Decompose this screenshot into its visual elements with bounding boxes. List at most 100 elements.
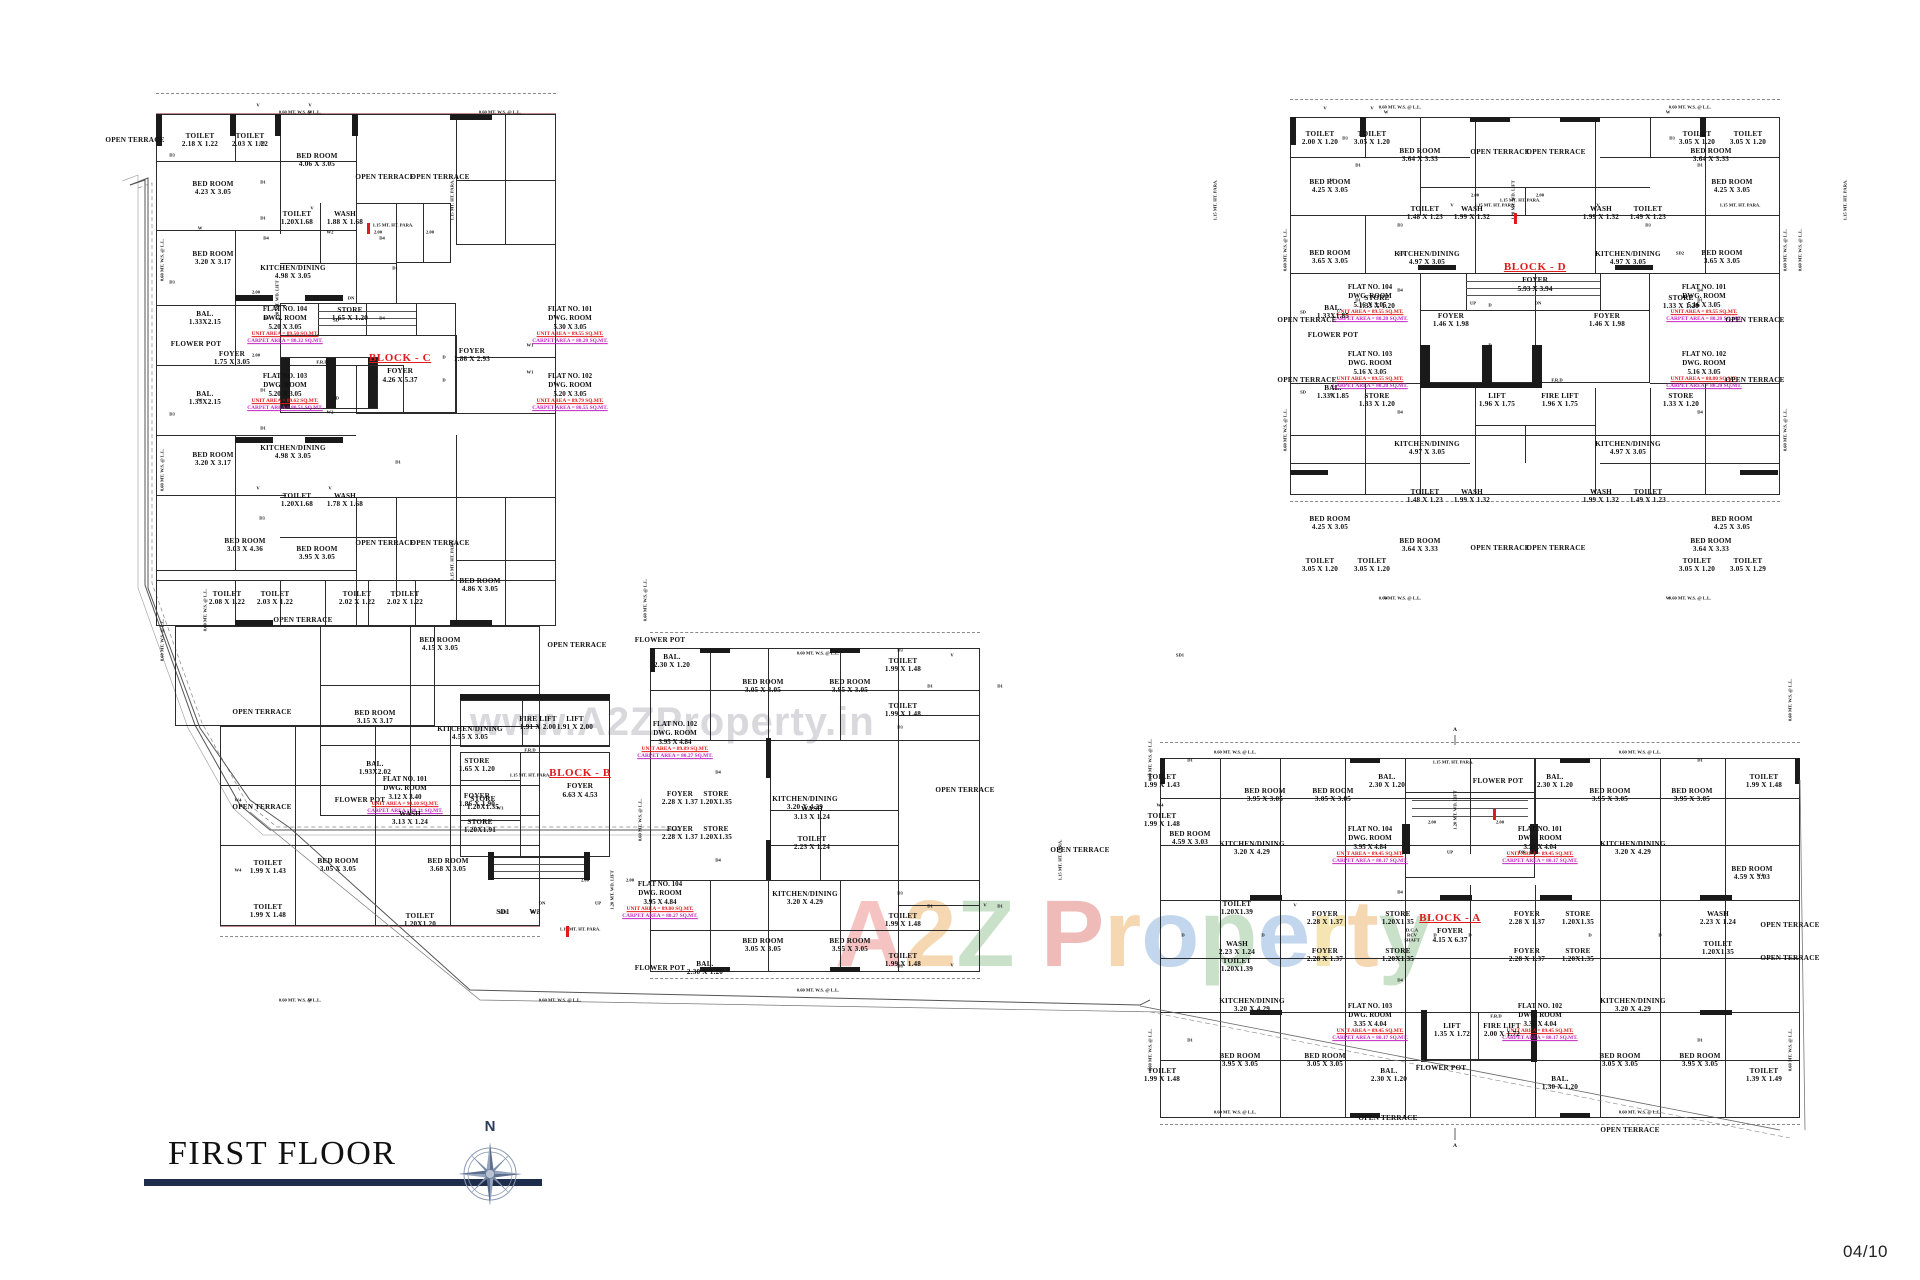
flat-c-104: FLAT NO. 104 DWG. ROOM 5.20 X 3.05 UNIT … (247, 305, 323, 345)
room-name: TOILET (253, 858, 283, 867)
room-dimension: 3.05 X 1.20 (1353, 138, 1391, 146)
room-dimension: 1.86 X 2.93 (453, 355, 491, 363)
window-mark: V (256, 485, 260, 491)
room-name: KITCHEN/DINING (1595, 249, 1661, 258)
room-dimension: 3.95 X 3.05 (831, 686, 869, 694)
room-name: OPEN TERRACE (1600, 1125, 1660, 1134)
room-name: FOYER (1593, 311, 1621, 320)
stair-dimension: 2.00 (625, 877, 635, 883)
fire-hydrant-icon (1514, 212, 1517, 224)
room-dimension: 1.20X1.68 (280, 218, 314, 226)
room-name: TOILET (1749, 1066, 1779, 1075)
room-label-bal-: BAL.2.30 X 1.20 (1371, 1067, 1407, 1083)
window-mark: V (1450, 202, 1454, 208)
door-mark: D1 (1697, 297, 1703, 303)
window-mark: W (1329, 177, 1335, 183)
room-name: BED ROOM (317, 856, 359, 865)
door-mark: D3 (1669, 135, 1675, 141)
room-dimension: 3.65 X 3.05 (1703, 257, 1741, 265)
room-name: BED ROOM (1399, 146, 1441, 155)
room-name: TOILET (797, 834, 827, 843)
room-name: FLOWER POT (1472, 776, 1524, 785)
room-dimension: 1.20X1.35 (1381, 955, 1415, 963)
room-name: WASH (1461, 204, 1483, 213)
room-name: SD1 (496, 907, 510, 916)
room-dimension: 1.20X1.39 (1220, 908, 1254, 916)
room-label-sd1: SD1 (496, 908, 509, 916)
room-name: KITCHEN/DINING (437, 724, 503, 733)
room-name: WASH (1226, 939, 1248, 948)
door-mark: D (1468, 932, 1472, 938)
stair-dimension: 2.00 (580, 877, 590, 883)
room-name: TOILET (260, 589, 290, 598)
room-label-flower-pot: FLOWER POT (1416, 1064, 1467, 1072)
room-name: TOILET (1147, 772, 1177, 781)
room-dimension: 3.65 X 3.05 (1311, 257, 1349, 265)
room-dimension: 3.95 X 3.05 (1221, 1060, 1259, 1068)
room-dimension: 1.33 X 1.20 (1662, 302, 1700, 310)
door-mark: D (1261, 932, 1265, 938)
parapet-note: 1.15 MT. HT. PARA. (1499, 197, 1541, 203)
room-dimension: 3.15 X 3.17 (356, 717, 394, 725)
room-dimension: 2.02 X 1.22 (386, 598, 424, 606)
room-name: BED ROOM (1169, 829, 1211, 838)
compass-icon (458, 1142, 522, 1206)
setback-note: 0.60 MT. W.S. @ L.L. (478, 109, 522, 115)
door-mark: D (1658, 932, 1662, 938)
room-name: STORE (470, 794, 496, 803)
room-name: KITCHEN/DINING (1595, 439, 1661, 448)
room-label-w3: W3 (529, 908, 540, 916)
room-label-open-terrace: OPEN TERRACE (1277, 376, 1336, 384)
door-mark: D4 (1397, 287, 1403, 293)
duct-note-line: RCV (1407, 932, 1417, 938)
room-name: FOYER (218, 349, 246, 358)
duct-note-line: D.C.A (1405, 927, 1419, 933)
room-name: TOILET (342, 589, 372, 598)
room-label-open-terrace: OPEN TERRACE (1277, 316, 1336, 324)
room-name: BED ROOM (1711, 177, 1753, 186)
room-name: KITCHEN/DINING (260, 443, 326, 452)
room-dimension: 1.33 X 1.20 (1358, 400, 1396, 408)
room-dimension: 1.46 X 1.98 (1588, 320, 1626, 328)
room-name: BED ROOM (1309, 514, 1351, 523)
parapet-note: 1.15 MT. HT. PARA. (372, 222, 414, 228)
room-name: BAL. (1546, 772, 1564, 781)
setback-note: 0.60 MT. W.S. @ L.L. (796, 650, 840, 656)
compass-north-label: N (484, 1118, 496, 1135)
setback-note-vertical: 0.60 MT. W.S. @ L.L. (159, 238, 165, 282)
room-dimension: 2.03 X 1.22 (256, 598, 294, 606)
room-dimension: 4.25 X 3.05 (1713, 186, 1751, 194)
room-name: BAL. (196, 389, 214, 398)
room-dimension: 1.48 X 1.23 (1406, 496, 1444, 504)
room-name: STORE (1668, 293, 1694, 302)
room-dimension: 3.20 X 4.29 (1233, 848, 1271, 856)
room-dimension: 2.30 X 1.20 (686, 968, 724, 976)
room-label-flower-pot: FLOWER POT (335, 796, 386, 804)
door-mark: D4 (1397, 889, 1403, 895)
window-mark: W (1665, 595, 1671, 601)
setback-note: 0.60 MT. W.S. @ L.L. (538, 997, 582, 1003)
room-name: FLOWER POT (1415, 1063, 1467, 1072)
room-dimension: 4.98 X 3.05 (274, 272, 312, 280)
room-name: STORE (1364, 391, 1390, 400)
room-name: FLOWER POT (334, 795, 386, 804)
room-name: LIFT (566, 714, 584, 723)
flat-d-103: FLAT NO. 103 DWG. ROOM 5.16 X 3.05 UNIT … (1332, 350, 1408, 390)
room-name: KITCHEN/DINING (260, 263, 326, 272)
setback-note: 0.60 MT. W.S. @ L.L. (1378, 595, 1422, 601)
